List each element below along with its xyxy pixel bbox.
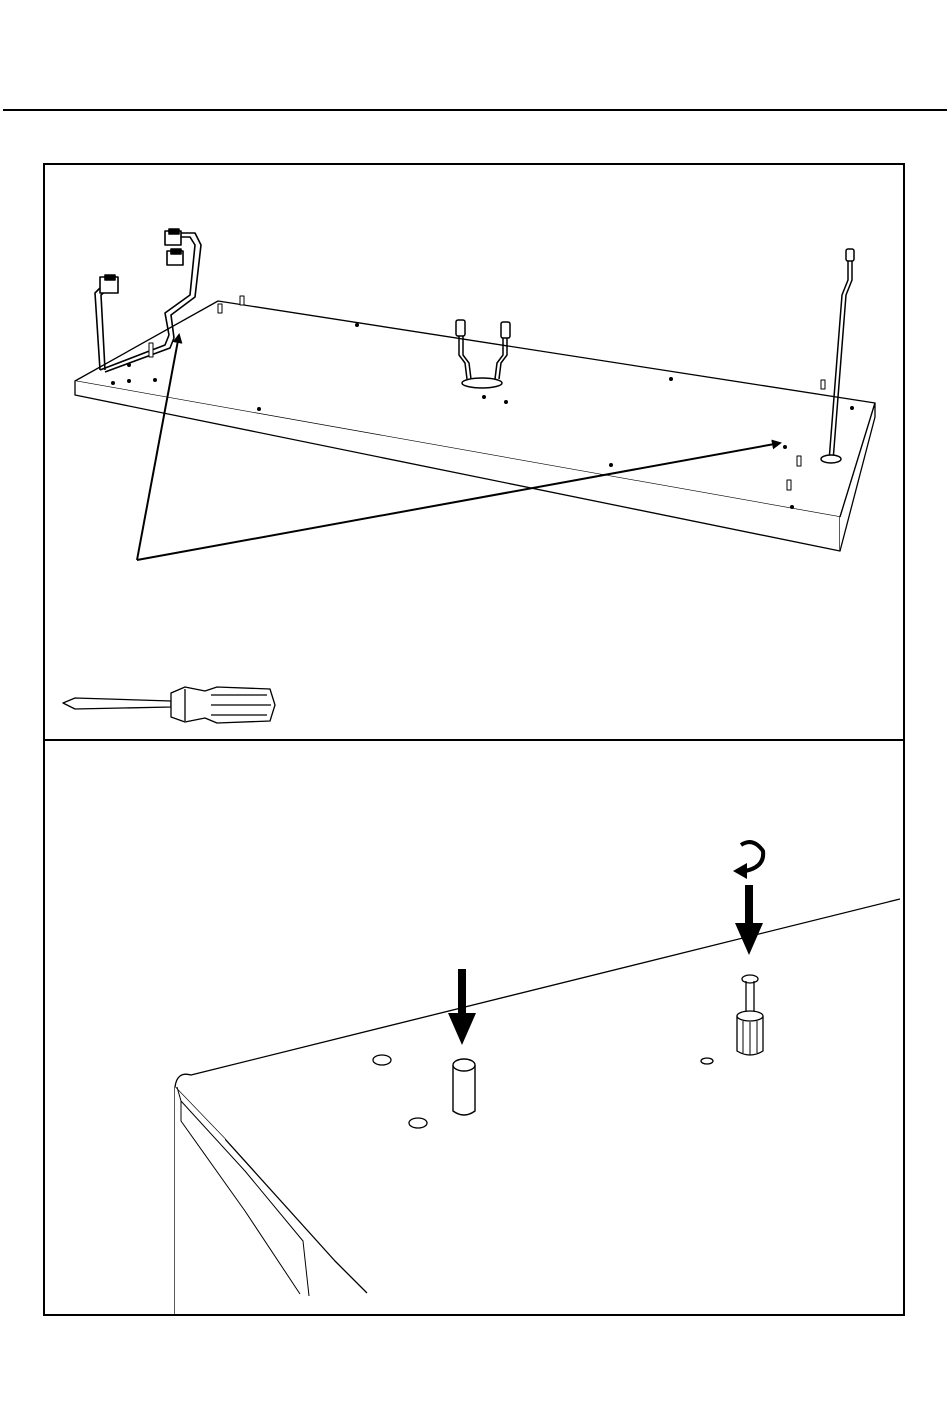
hole-1: [373, 1055, 391, 1065]
hole-3: [701, 1058, 713, 1064]
step-panel-bottom: [43, 739, 905, 1316]
dowel: [453, 1059, 475, 1115]
board-closeup-illustration: [45, 741, 903, 1314]
board-corner-top-edge: [175, 899, 900, 1314]
down-arrow-icon: [735, 885, 763, 955]
step-panel-top: [43, 163, 905, 741]
header-rule: [3, 109, 947, 111]
screwdriver-icon: [63, 687, 275, 723]
rotate-icon: [733, 842, 763, 879]
cam-bolt: [737, 975, 763, 1055]
hole-2: [409, 1118, 427, 1128]
down-arrow-icon: [448, 969, 476, 1045]
board-illustration: [45, 165, 903, 739]
